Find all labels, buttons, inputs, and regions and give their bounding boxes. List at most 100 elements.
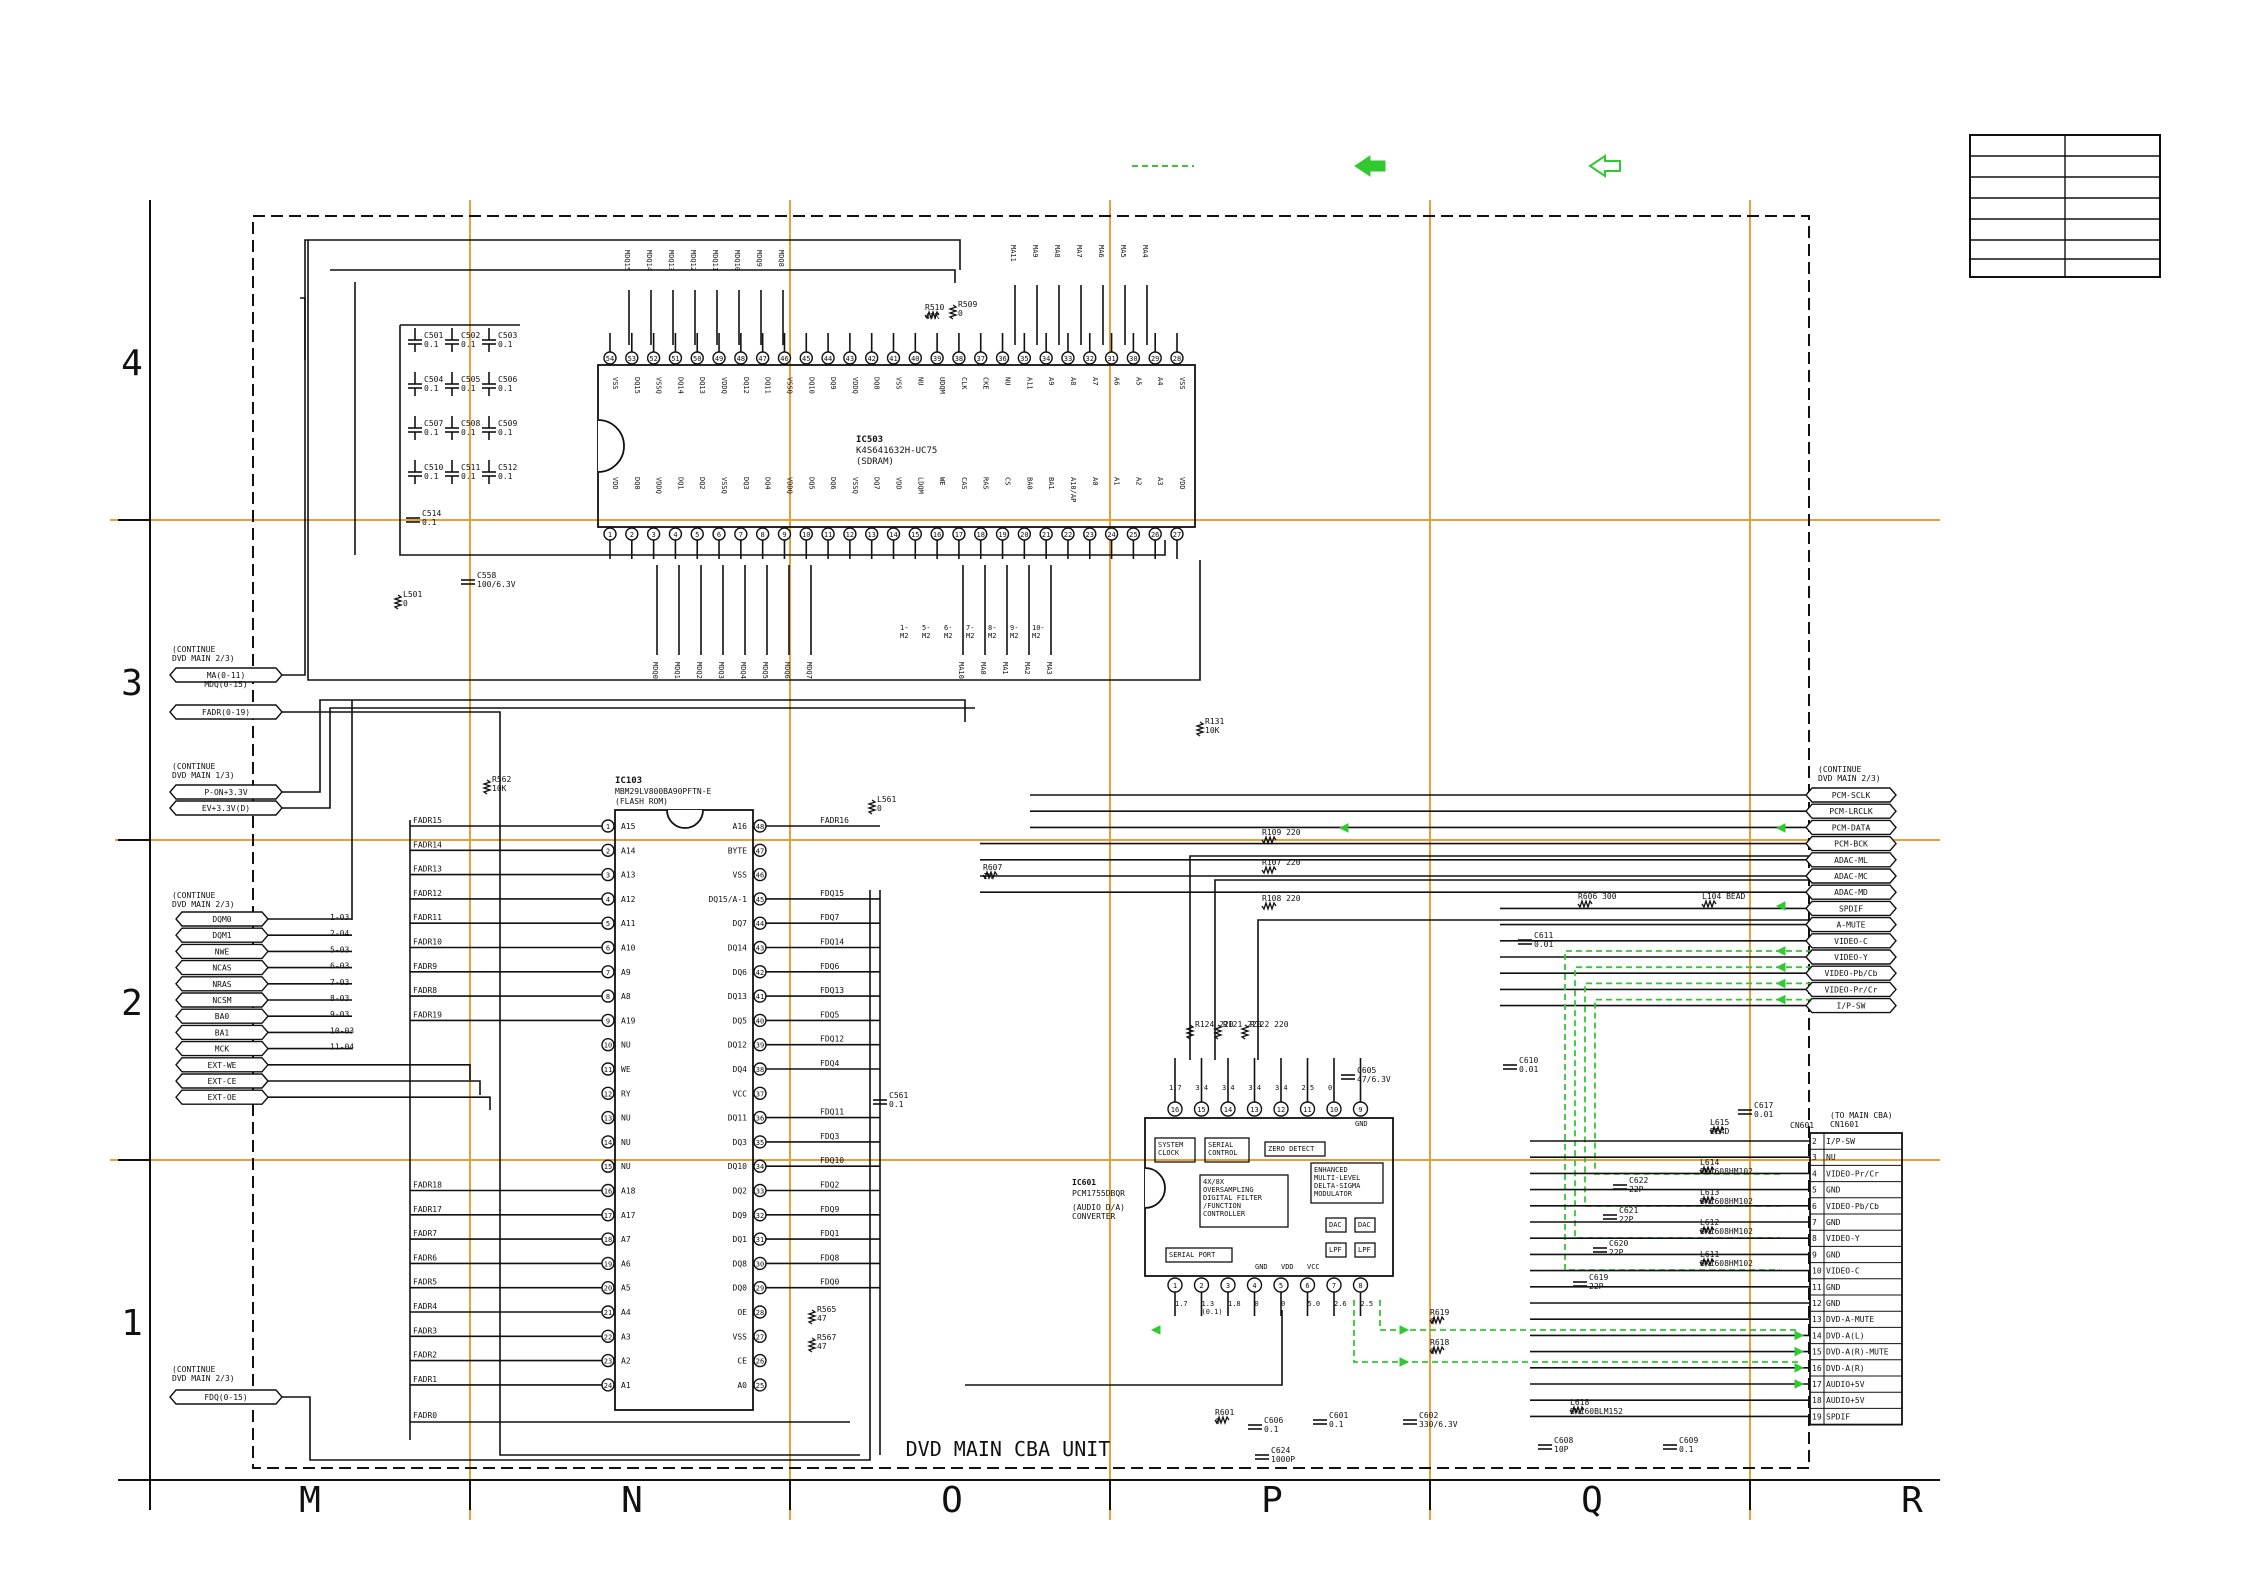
ic103-pin-name: A10	[621, 944, 636, 953]
ic103-pin-num: 9	[606, 1017, 610, 1025]
ic503-pin-num: 38	[955, 355, 963, 363]
ic103-pin-name: DQ8	[733, 1259, 748, 1268]
wire	[268, 1096, 491, 1110]
ic601-block-label: LPF	[1329, 1246, 1342, 1254]
ic103-pin-num: 13	[604, 1115, 612, 1123]
voltage-label: 2.5	[1361, 1300, 1374, 1308]
connector-tag	[1805, 916, 1897, 933]
ic503-bottom-pin	[952, 527, 966, 541]
ic503-pin-name: A6	[1113, 377, 1121, 385]
ic503-pin-name: VSS	[895, 377, 903, 390]
ic503-bottom-pin	[799, 527, 813, 541]
ic103-left-pin	[601, 1135, 615, 1149]
ic103-right-pin	[753, 1208, 767, 1222]
net-label: MA5	[1119, 245, 1127, 258]
signal-arrow	[1399, 1325, 1410, 1335]
ic103-right-pin	[753, 965, 767, 979]
ic103-right-pin	[753, 1062, 767, 1076]
ic103-pin-num: 4	[606, 896, 610, 904]
ic103-pin-num: 17	[604, 1212, 612, 1220]
ic103-pin-name: NU	[621, 1138, 631, 1147]
net-label: FADR8	[413, 986, 437, 995]
net-label: 8-03	[330, 994, 349, 1003]
ic503-bottom-pin	[690, 527, 704, 541]
ic503-pin-num: 36	[998, 355, 1006, 363]
connector-label: VIDEO-Pr/Cr	[1825, 985, 1878, 994]
net-label: MDQ9	[755, 250, 763, 267]
ic103-pin-num: 7	[606, 969, 610, 977]
ic103-pin-name: DQ12	[728, 1041, 747, 1050]
net-label: FADR7	[413, 1229, 437, 1238]
ic503-pin-name: VSSQ	[720, 477, 728, 494]
cn601-pin-num: 15	[1812, 1348, 1822, 1357]
ic103-left-pin	[601, 1159, 615, 1173]
net-label: FADR10	[413, 938, 442, 947]
cn601-pin-num: 17	[1812, 1380, 1822, 1389]
column-letter: P	[1261, 1480, 1283, 1521]
ic503-pin-num: 27	[1173, 531, 1181, 539]
ic503-pin-name: VSS	[611, 377, 619, 390]
ic503-pin-num: 26	[1151, 531, 1159, 539]
connector-label: PCM-SCLK	[1832, 791, 1871, 800]
cn601-pin-label: DVD-A(L)	[1826, 1331, 1865, 1340]
ic103-pin-name: CE	[737, 1357, 747, 1366]
ic503-pin-num: 41	[889, 355, 897, 363]
ic503-bottom-pin	[1170, 527, 1184, 541]
ic103-left-pin	[601, 1378, 615, 1392]
ic103-left-pin	[601, 940, 615, 955]
ic103-pin-name: DQ7	[733, 919, 748, 928]
ic503-top-pin	[974, 351, 988, 365]
connector-label: DQM0	[212, 915, 231, 924]
ic103-left-pin	[601, 819, 615, 833]
connector-tag	[1805, 900, 1897, 917]
ic103-left-pin	[601, 965, 615, 979]
net-label: MDQ0	[651, 662, 659, 679]
resistor	[1239, 1024, 1251, 1040]
ic103-right-pin	[753, 1280, 767, 1295]
net-label: FDQ4	[820, 1059, 839, 1068]
cn601-pin-label: GND	[1826, 1250, 1841, 1259]
ic103-pin-name: DQ14	[728, 944, 747, 953]
ic103-pin-name: A19	[621, 1016, 636, 1025]
net-label: FADR9	[413, 962, 437, 971]
ic503-pin-num: 49	[715, 355, 723, 363]
connector-label: ADAC-MC	[1834, 872, 1868, 881]
ic103-pin-name: A12	[621, 895, 636, 904]
resistor	[1261, 900, 1277, 912]
ic503-pin-name: VDD	[1178, 477, 1186, 490]
ic503-pin-name: A7	[1091, 377, 1099, 385]
ic503-top-pin	[995, 351, 1010, 365]
resistor	[1261, 834, 1277, 846]
net-label: FADR6	[413, 1253, 437, 1262]
ic103-pin-num: 19	[604, 1260, 612, 1268]
resistor	[1212, 1024, 1224, 1040]
net-label: 11-04	[330, 1043, 354, 1052]
ic103-pin-num: 43	[756, 945, 764, 953]
ic503-bottom-pin	[603, 527, 617, 541]
signal-arrow	[1775, 978, 1786, 989]
bus	[330, 269, 956, 283]
connector-label: PCM-DATA	[1832, 823, 1871, 832]
resistor	[1709, 1124, 1725, 1136]
video-signal-line	[1574, 966, 1812, 1239]
net-label: MDQ15	[623, 250, 631, 271]
ic503-pin-name: NU	[1004, 377, 1012, 385]
ic103-pin-num: 42	[756, 969, 764, 977]
connector-label: VIDEO-C	[1834, 937, 1868, 946]
ic601-block	[1354, 1217, 1376, 1233]
connector-tag	[175, 911, 269, 927]
ic103-pin-name: A9	[621, 968, 631, 977]
ic503-pin-name: BA1	[1047, 477, 1055, 490]
net-label: MDQ2	[695, 662, 703, 679]
resistor	[1429, 1314, 1445, 1326]
net-label: MA0	[979, 662, 987, 675]
ic103-pin-num: 12	[604, 1090, 612, 1098]
cn601-pin-label: SPDIF	[1826, 1412, 1850, 1421]
net-label: FADR14	[413, 840, 442, 849]
ic103-ref: IC103	[615, 776, 642, 786]
